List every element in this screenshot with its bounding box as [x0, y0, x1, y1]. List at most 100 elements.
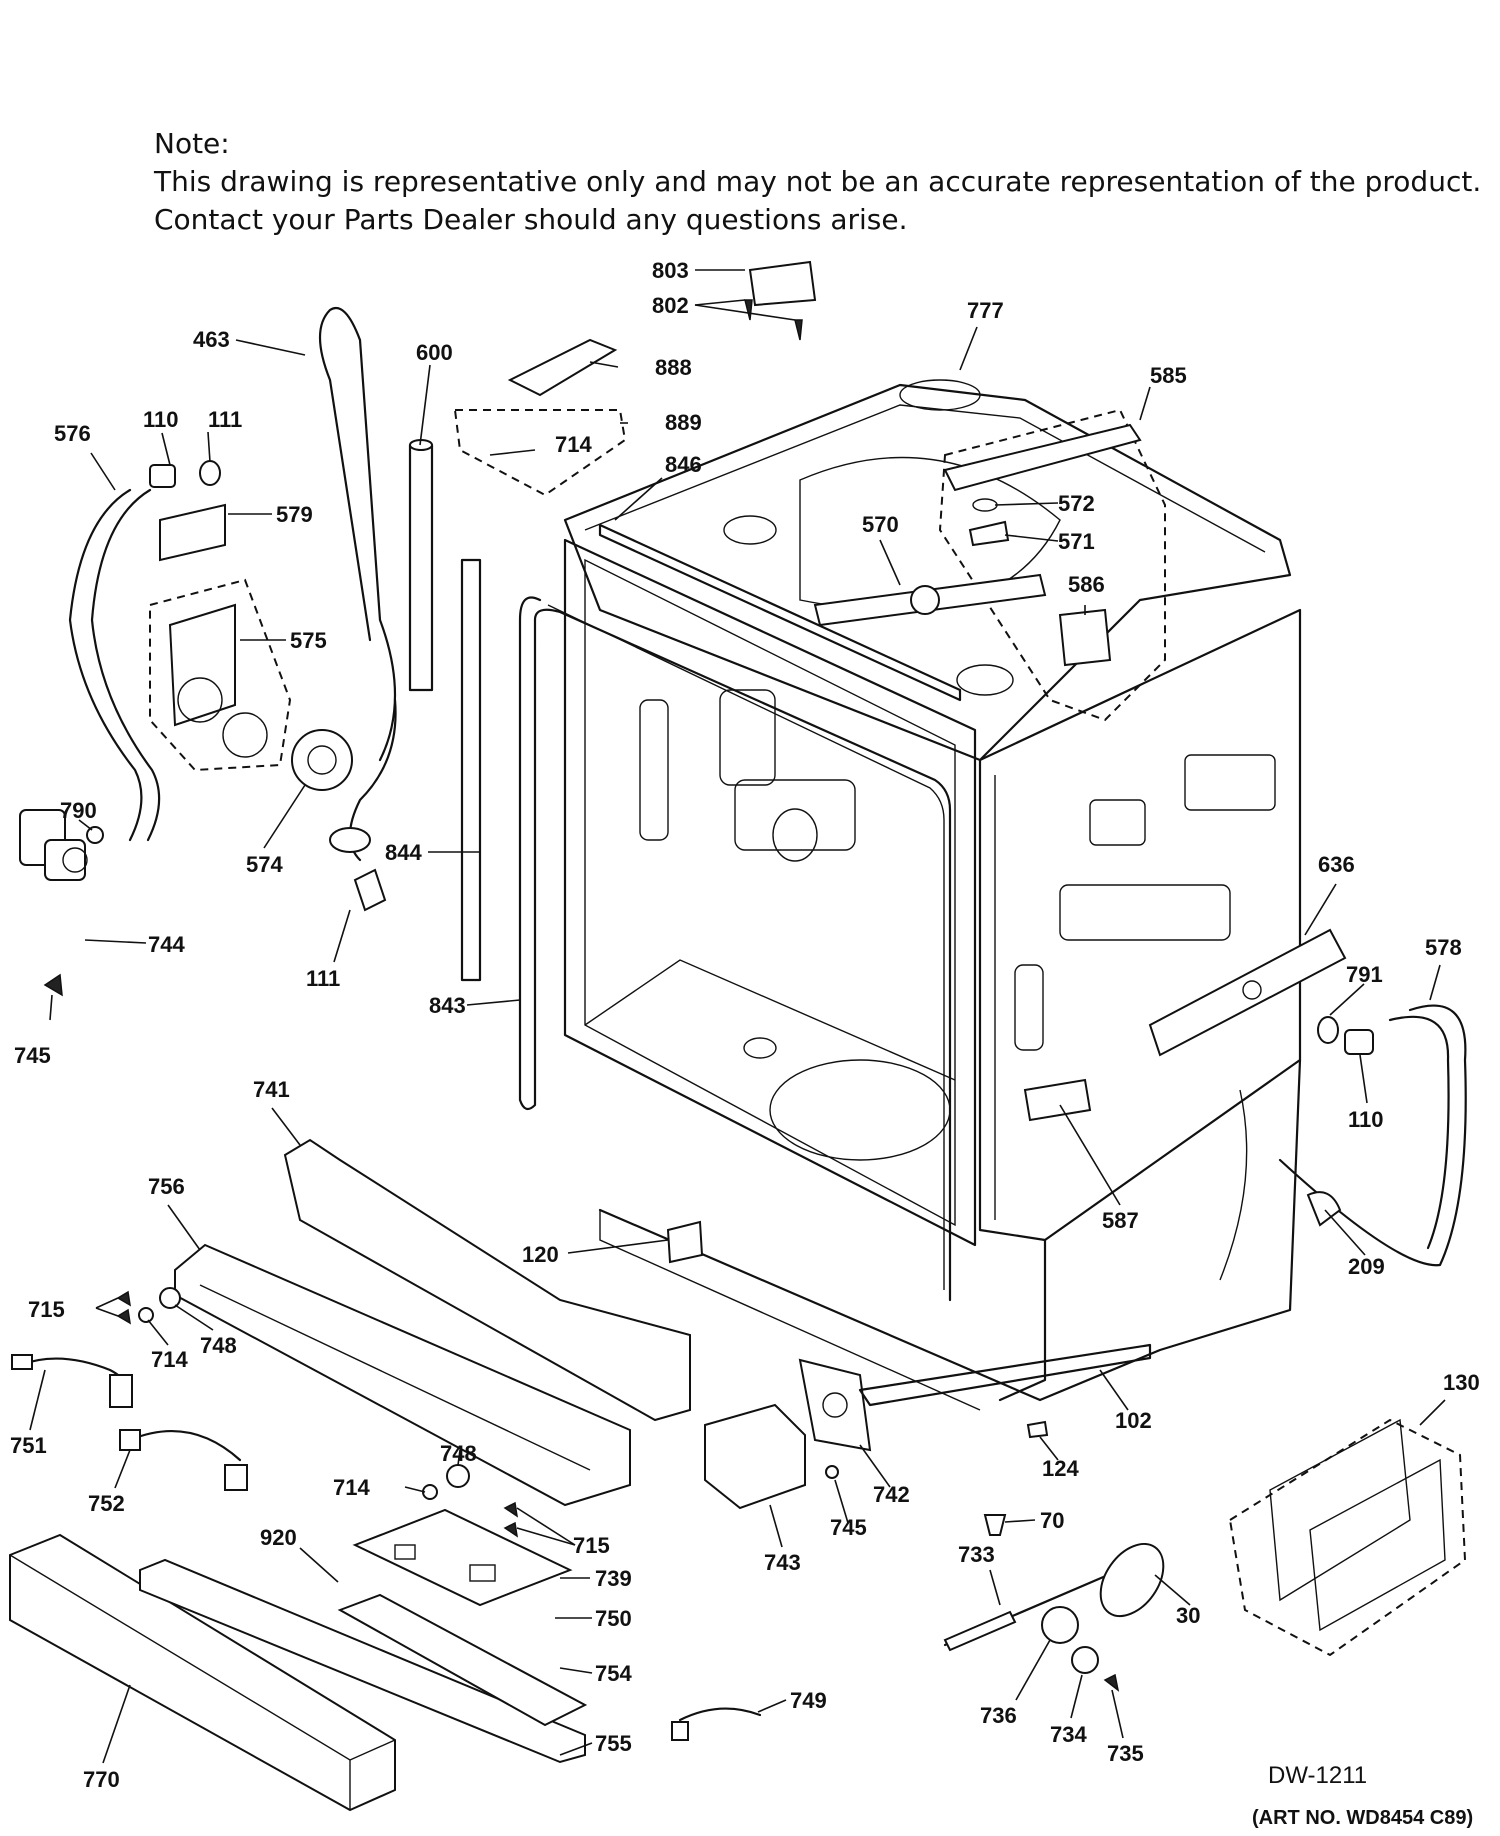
callout-30: 30	[1176, 1603, 1200, 1628]
callout-750: 750	[595, 1606, 632, 1631]
callout-463: 463	[193, 327, 230, 352]
callout-587: 587	[1102, 1208, 1139, 1233]
screw-745	[43, 973, 63, 997]
harness-752	[128, 1430, 242, 1462]
callout-209: 209	[1348, 1254, 1385, 1279]
callout-736: 736	[980, 1703, 1017, 1728]
callout-742: 742	[873, 1482, 910, 1507]
callout-751: 751	[10, 1433, 47, 1458]
bracket-group-889	[453, 409, 627, 497]
callout-888: 888	[655, 355, 692, 380]
callout-124: 124	[1042, 1456, 1079, 1481]
vent-tube	[408, 443, 434, 692]
cover-754	[337, 1593, 588, 1727]
callout-578: 578	[1425, 935, 1462, 960]
callout-748: 748	[200, 1333, 237, 1358]
callout-574: 574	[246, 852, 283, 877]
carton-770	[9, 1533, 396, 1812]
trim-636	[1148, 928, 1347, 1057]
callout-739: 739	[595, 1566, 632, 1591]
pulley-736	[1041, 1606, 1079, 1644]
connector-587	[1023, 1078, 1092, 1122]
spring-30	[1099, 1542, 1165, 1618]
callout-600: 600	[416, 340, 453, 365]
callout-130: 130	[1443, 1370, 1480, 1395]
callout-754: 754	[595, 1661, 632, 1686]
callout-585: 585	[1150, 363, 1187, 388]
callout-745: 745	[14, 1043, 51, 1068]
callout-756: 756	[148, 1174, 185, 1199]
callout-111: 111	[208, 407, 242, 432]
callout-790: 790	[60, 798, 97, 823]
tub-assembly	[563, 379, 1302, 1411]
bracket-kit-130	[1228, 1418, 1467, 1657]
vent-bracket	[159, 503, 226, 562]
drawing-id: DW-1211	[1268, 1762, 1368, 1789]
plate-742	[798, 1358, 872, 1452]
housing-group	[149, 578, 292, 772]
pump-seal	[291, 729, 353, 791]
callout-714-left: 714	[151, 1347, 188, 1372]
callout-570: 570	[862, 512, 899, 537]
callout-803: 803	[652, 258, 689, 283]
callout-844: 844	[385, 840, 422, 865]
callout-715-lower: 715	[573, 1533, 610, 1558]
callout-714-lower: 714	[333, 1475, 370, 1500]
callout-102: 102	[1115, 1408, 1152, 1433]
hose-clamp	[353, 868, 387, 912]
bracket-888	[507, 338, 618, 397]
callout-755: 755	[595, 1731, 632, 1756]
callout-889: 889	[665, 410, 702, 435]
hose-578	[1278, 1004, 1467, 1267]
callout-586: 586	[1068, 572, 1105, 597]
callout-741: 741	[253, 1077, 290, 1102]
callout-748-lower: 748	[440, 1441, 477, 1466]
callout-791: 111	[306, 966, 340, 991]
callout-579: 579	[276, 502, 313, 527]
note-line-1: This drawing is representative only and …	[154, 165, 1482, 198]
callout-576: 576	[54, 421, 91, 446]
switch-803	[748, 260, 817, 307]
elbow-fitting	[149, 464, 176, 488]
callout-846: 846	[665, 452, 702, 477]
callout-744: 744	[148, 932, 185, 957]
callout-571: 571	[1058, 529, 1095, 554]
door-gasket	[518, 596, 952, 1302]
clamp-790	[86, 826, 104, 844]
bracket-120	[666, 1220, 704, 1264]
fill-hose	[68, 488, 143, 842]
callout-110-right: 110	[1348, 1107, 1384, 1132]
leader-lines	[29, 269, 1446, 1764]
callout-735: 735	[1107, 1741, 1144, 1766]
callout-745-lower: 745	[830, 1515, 867, 1540]
trim-755	[139, 1558, 586, 1764]
callout-70: 70	[1040, 1508, 1064, 1533]
control-board-750	[352, 1508, 573, 1607]
callout-777: 777	[967, 298, 1004, 323]
callout-110: 110	[143, 407, 179, 432]
callout-120: 120	[522, 1242, 559, 1267]
hub-734	[1071, 1646, 1099, 1674]
callout-715: 715	[28, 1297, 65, 1322]
module-743	[704, 1403, 806, 1510]
sensor-586	[1058, 608, 1112, 667]
callout-749: 749	[790, 1688, 827, 1713]
note-heading: Note:	[154, 127, 230, 160]
side-seal-strip	[460, 558, 482, 982]
callout-752: 752	[88, 1491, 125, 1516]
water-valve	[19, 809, 88, 881]
clip-209	[1306, 1191, 1342, 1227]
callout-802: 802	[652, 293, 689, 318]
toe-kick-741	[283, 1138, 691, 1422]
washer-748	[159, 1287, 181, 1309]
callout-920: 920	[260, 1525, 297, 1550]
note-line-2: Contact your Parts Dealer should any que…	[154, 203, 908, 236]
callout-733: 733	[958, 1542, 995, 1567]
callout-770: 770	[83, 1767, 120, 1792]
callout-111-right: 791	[1346, 962, 1383, 987]
callout-743: 743	[764, 1550, 801, 1575]
callout-843: 843	[429, 993, 466, 1018]
callout-734: 734	[1050, 1722, 1087, 1747]
harness-749	[678, 1707, 762, 1722]
